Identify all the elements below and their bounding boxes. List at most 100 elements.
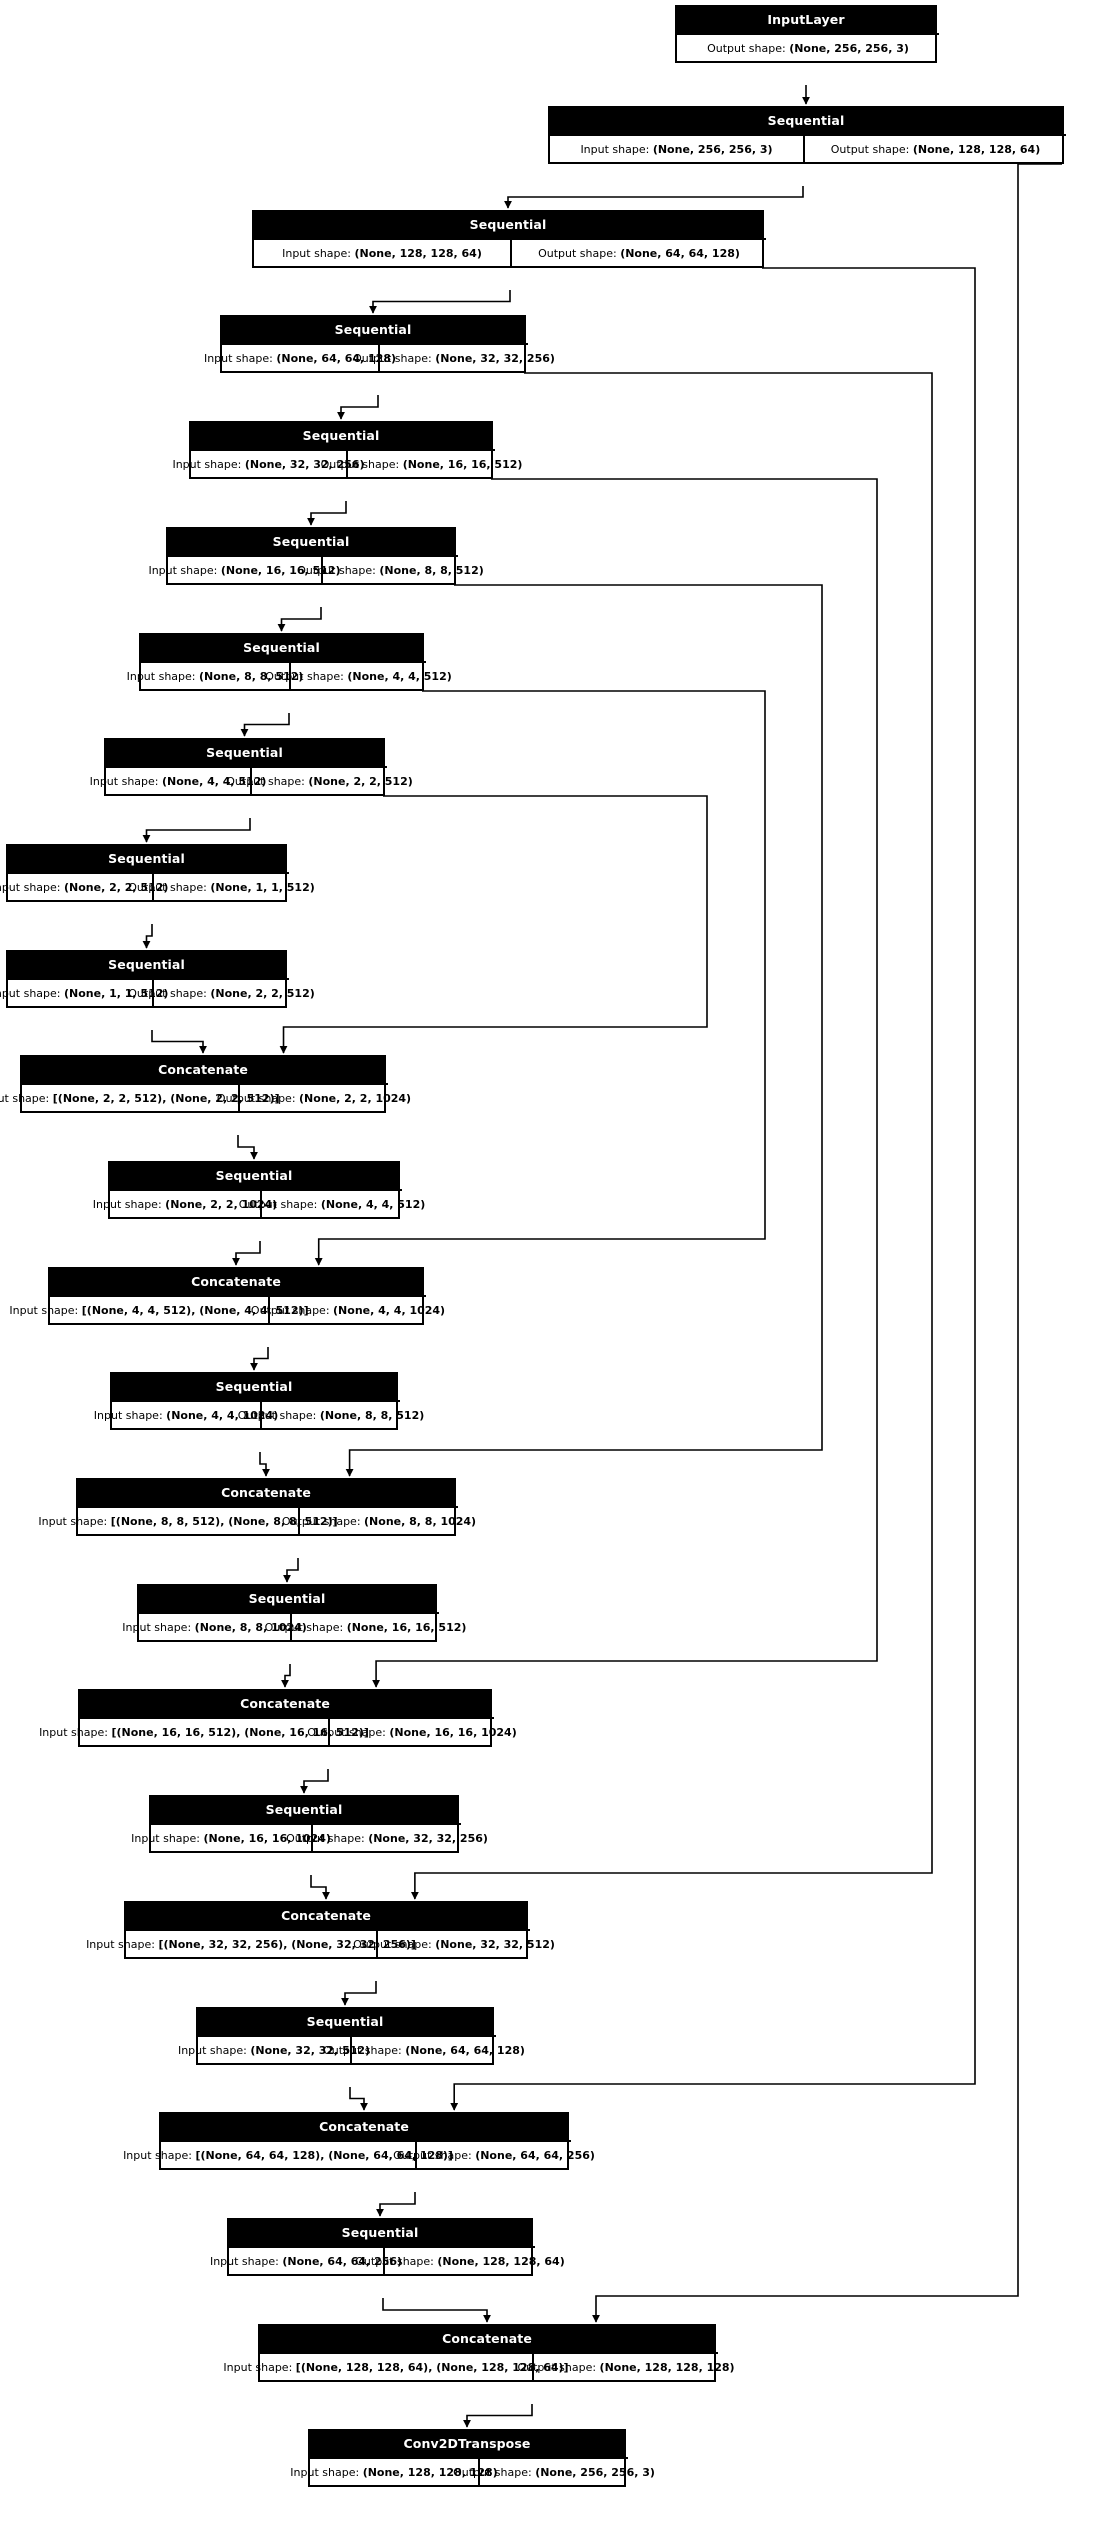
node-type-label: Sequential <box>139 1586 435 1612</box>
graph-edge <box>142 818 251 843</box>
node-type-label: Concatenate <box>22 1057 384 1083</box>
graph-edge <box>232 1241 261 1266</box>
node-output-shape: Output shape: (None, 4, 4, 512) <box>239 1189 425 1217</box>
node-shape-row: Input shape: [(None, 2, 2, 512), (None, … <box>0 1083 411 1111</box>
node-output-shape: Output shape: (None, 2, 2, 512) <box>226 766 413 794</box>
node-type-label: Sequential <box>168 529 454 555</box>
node-type-label: Sequential <box>8 846 285 872</box>
node-type-label: Concatenate <box>80 1691 490 1717</box>
node-input-shape: Input shape: [(None, 8, 8, 512), (None, … <box>38 1506 338 1534</box>
graph-edge <box>283 1558 299 1583</box>
node-output-shape: Output shape: (None, 16, 16, 512) <box>265 1612 466 1640</box>
node-shape-row: Input shape: [(None, 128, 128, 64), (Non… <box>223 2352 735 2380</box>
graph-edge <box>410 372 933 1900</box>
node-input-shape: Input shape: (None, 64, 64, 256) <box>210 2246 402 2274</box>
node-input-shape: Input shape: (None, 8, 8, 1024) <box>122 1612 307 1640</box>
node-output-shape: Output shape: (None, 128, 128, 128) <box>517 2352 735 2380</box>
node-shape-row: Input shape: (None, 256, 256, 3)Output s… <box>550 134 1066 162</box>
node-shape-row: Output shape: (None, 256, 256, 3) <box>677 33 939 61</box>
node-input-shape: Input shape: [(None, 128, 128, 64), (Non… <box>223 2352 569 2380</box>
graph-edge <box>142 924 153 949</box>
node-type-label: Sequential <box>110 1163 398 1189</box>
node-input-shape: Input shape: [(None, 2, 2, 512), (None, … <box>0 1083 280 1111</box>
node-type-label: Concatenate <box>260 2326 714 2352</box>
node-type-label: Concatenate <box>78 1480 454 1506</box>
graph-edge <box>279 795 708 1054</box>
node-output-shape: Output shape: (None, 32, 32, 512) <box>353 1929 555 1957</box>
node-shape-row: Input shape: (None, 32, 32, 512)Output s… <box>178 2035 525 2063</box>
node-output-shape: Output shape: (None, 2, 2, 1024) <box>217 1083 411 1111</box>
node-shape-row: Input shape: [(None, 32, 32, 256), (None… <box>86 1929 555 1957</box>
graph-edge <box>376 2192 416 2217</box>
node-output-shape: Output shape: (None, 256, 256, 3) <box>677 33 939 61</box>
graph-edge <box>259 1452 270 1477</box>
node-type-label: Sequential <box>222 317 524 343</box>
node-output-shape: Output shape: (None, 128, 128, 64) <box>803 134 1066 162</box>
graph-edge <box>463 2404 533 2428</box>
graph-edge <box>372 478 878 1688</box>
node-type-label: Sequential <box>106 740 383 766</box>
node-type-label: Sequential <box>151 1797 457 1823</box>
node-input-shape: Input shape: [(None, 4, 4, 512), (None, … <box>9 1295 309 1323</box>
node-shape-row: Input shape: (None, 16, 16, 512)Output s… <box>148 555 484 583</box>
graph-edge <box>250 1347 269 1371</box>
node-input-shape: Input shape: (None, 1, 1, 512) <box>0 978 168 1006</box>
graph-edge <box>281 1664 291 1688</box>
node-input-shape: Input shape: (None, 128, 128, 64) <box>254 238 510 266</box>
node-output-shape: Output shape: (None, 32, 32, 256) <box>353 343 555 371</box>
node-output-shape: Output shape: (None, 64, 64, 128) <box>323 2035 525 2063</box>
node-shape-row: Input shape: [(None, 64, 64, 128), (None… <box>123 2140 595 2168</box>
node-input-shape: Input shape: (None, 32, 32, 512) <box>178 2035 370 2063</box>
node-input-shape: Input shape: (None, 32, 32, 256) <box>172 449 365 477</box>
node-shape-row: Input shape: (None, 1, 1, 512)Output sha… <box>0 978 315 1006</box>
node-type-label: Conv2DTranspose <box>310 2431 624 2457</box>
graph-edge <box>341 1981 377 2006</box>
node-shape-row: Input shape: [(None, 4, 4, 512), (None, … <box>9 1295 445 1323</box>
node-output-shape: Output shape: (None, 64, 64, 256) <box>393 2140 595 2168</box>
node-output-shape: Output shape: (None, 32, 32, 256) <box>286 1823 488 1851</box>
graph-edge <box>310 1875 330 1900</box>
graph-edge <box>240 713 290 737</box>
node-shape-row: Input shape: (None, 32, 32, 256)Output s… <box>172 449 522 477</box>
graph-edge <box>592 163 1062 2323</box>
node-output-shape: Output shape: (None, 16, 16, 1024) <box>307 1717 517 1745</box>
node-output-shape: Output shape: (None, 256, 256, 3) <box>453 2457 655 2485</box>
node-shape-row: Input shape: (None, 8, 8, 512)Output sha… <box>127 661 452 689</box>
node-input-shape: Input shape: [(None, 64, 64, 128), (None… <box>123 2140 453 2168</box>
node-output-shape: Output shape: (None, 16, 16, 512) <box>321 449 522 477</box>
node-type-label: Sequential <box>254 212 762 238</box>
node-type-label: Sequential <box>191 423 491 449</box>
node-shape-row: Input shape: (None, 8, 8, 1024)Output sh… <box>122 1612 466 1640</box>
graph-edge <box>382 2298 491 2323</box>
graph-edge <box>349 2087 368 2111</box>
node-output-shape: Output shape: (None, 2, 2, 512) <box>128 978 315 1006</box>
node-output-shape: Output shape: (None, 64, 64, 128) <box>510 238 766 266</box>
node-shape-row: Input shape: (None, 64, 64, 128)Output s… <box>204 343 555 371</box>
node-input-shape: Input shape: (None, 128, 128, 128) <box>290 2457 498 2485</box>
